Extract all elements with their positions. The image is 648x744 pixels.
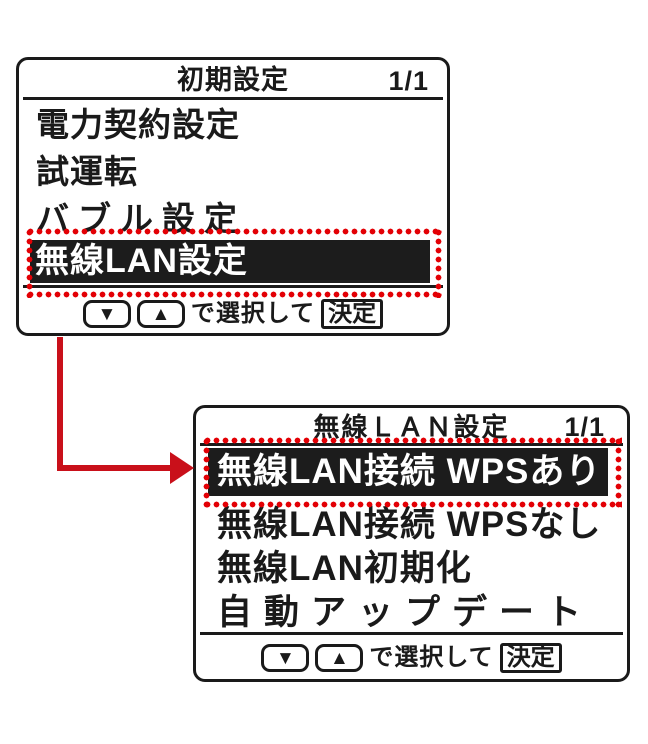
up-triangle-icon: ▲ (151, 303, 171, 325)
screen1-page-indicator: 1/1 (388, 66, 429, 96)
flow-arrow-horizontal-segment (57, 465, 173, 471)
up-button[interactable]: ▲ (315, 644, 364, 672)
enter-button[interactable]: 決定 (499, 643, 562, 673)
screen-wireless-lan-settings: 無線ＬＡＮ設定 1/1 無線LAN接続 WPSあり 無線LAN接続 WPSなし … (193, 405, 630, 682)
menu-item-bubble-setting[interactable]: バブル設定 (36, 200, 246, 237)
down-triangle-icon: ▼ (275, 647, 295, 669)
screen1-title-divider (23, 97, 443, 100)
screen2-help-row: ▼ ▲ で選択して 決定 (196, 642, 627, 674)
screen1-help-row: ▼ ▲ で選択して 決定 (19, 298, 447, 330)
screen1-title: 初期設定 (177, 65, 289, 95)
screen1-help-divider (23, 285, 443, 288)
screen2-title-divider (200, 443, 623, 446)
flow-arrow-vertical-segment (57, 337, 63, 471)
down-triangle-icon: ▼ (97, 303, 117, 325)
screen2-title-row: 無線ＬＡＮ設定 1/1 (196, 408, 627, 446)
flow-arrow-head-icon (170, 452, 194, 484)
up-button[interactable]: ▲ (136, 300, 185, 328)
down-button[interactable]: ▼ (261, 644, 310, 672)
menu-item-wireless-connect-no-wps[interactable]: 無線LAN接続 WPSなし (217, 505, 602, 544)
screen2-help-text: で選択して (369, 644, 494, 671)
menu-item-wireless-connect-wps[interactable]: 無線LAN接続 WPSあり (208, 448, 608, 496)
down-button[interactable]: ▼ (82, 300, 131, 328)
menu-item-power-contract-setting[interactable]: 電力契約設定 (36, 106, 240, 143)
enter-button[interactable]: 決定 (321, 299, 384, 329)
menu-item-auto-update[interactable]: 自動アップデート (217, 593, 594, 632)
screen1-title-row: 初期設定 1/1 (19, 60, 447, 98)
screen-initial-settings: 初期設定 1/1 電力契約設定 試運転 バブル設定 無線LAN設定 ▼ ▲ で選… (16, 57, 450, 336)
menu-item-wireless-lan-setting[interactable]: 無線LAN設定 (30, 240, 430, 283)
screen1-help-text: で選択して (190, 300, 316, 327)
screen2-help-divider (200, 632, 623, 635)
up-triangle-icon: ▲ (329, 647, 349, 669)
menu-item-test-run[interactable]: 試運転 (36, 153, 138, 190)
menu-item-wireless-initialize[interactable]: 無線LAN初期化 (217, 549, 472, 588)
screen2-page-indicator: 1/1 (564, 412, 605, 442)
screen2-title: 無線ＬＡＮ設定 (313, 412, 510, 442)
